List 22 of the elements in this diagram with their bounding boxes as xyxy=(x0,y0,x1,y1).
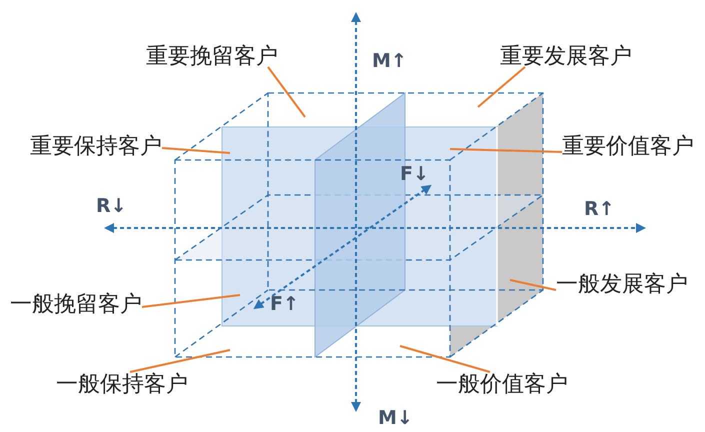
segment-label: 一般保持客户 xyxy=(56,372,188,398)
axis-label: M↑ xyxy=(372,50,407,72)
axis-label: R↑ xyxy=(584,198,615,220)
segment-label: 重要发展客户 xyxy=(500,44,632,70)
leader-line xyxy=(162,147,230,154)
segment-label: 重要保持客户 xyxy=(30,134,162,160)
leader-line xyxy=(130,349,230,373)
segment-label: 一般发展客户 xyxy=(556,272,688,298)
leader-line xyxy=(142,294,240,308)
leader-line xyxy=(477,66,526,108)
axis-label: F↓ xyxy=(400,163,429,185)
leader-line xyxy=(267,66,306,118)
segment-label: 重要挽留客户 xyxy=(146,44,278,70)
leader-line xyxy=(510,279,556,291)
axis-label: M↓ xyxy=(378,407,413,429)
segment-label: 重要价值客户 xyxy=(562,134,694,160)
axis-label: F↑ xyxy=(270,293,299,315)
leader-line xyxy=(450,148,562,153)
leader-line xyxy=(400,345,490,373)
segment-label: 一般价值客户 xyxy=(436,372,568,398)
axis-label: R↓ xyxy=(96,195,127,217)
segment-label: 一般挽留客户 xyxy=(10,292,142,318)
